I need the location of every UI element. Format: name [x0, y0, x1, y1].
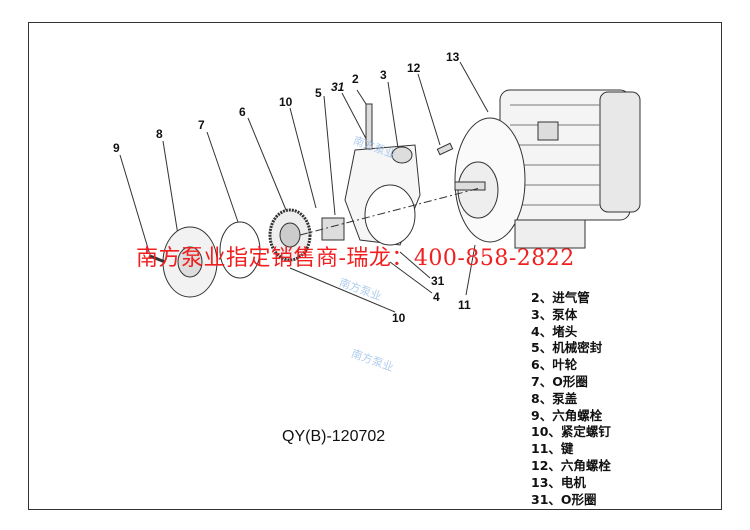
- part-label: 2: [352, 72, 359, 86]
- pump-body: [344, 103, 454, 246]
- legend-item: 8、泵盖: [531, 390, 578, 406]
- legend-item: 4、堵头: [531, 323, 578, 339]
- part-label: 8: [156, 127, 163, 141]
- legend-item: 3、泵体: [531, 306, 578, 322]
- parts-legend: 2、进气管 3、泵体 4、堵头 5、机械密封 6、叶轮 7、O形圈 8、泵盖 9…: [531, 290, 611, 508]
- model-code: QY(B)-120702: [282, 428, 386, 445]
- part-label: 13: [446, 50, 460, 64]
- part-label: 3: [380, 68, 387, 82]
- promo-text: 南方泵业指定销售商-瑞龙：400-858-2822: [136, 246, 575, 271]
- legend-item: 6、叶轮: [531, 357, 578, 373]
- part-label: 12: [407, 61, 421, 75]
- legend-item: 31、O形圈: [531, 491, 597, 507]
- part-label: 10: [279, 95, 293, 109]
- legend-item: 7、O形圈: [531, 373, 588, 389]
- part-label: 5: [315, 86, 322, 100]
- drawing-frame: [28, 22, 722, 510]
- legend-item: 12、六角螺栓: [531, 457, 611, 473]
- part-label: 9: [113, 141, 120, 155]
- legend-item: 10、紧定螺钉: [531, 424, 611, 440]
- part-label: 7: [198, 118, 205, 132]
- motor: [454, 89, 641, 249]
- part-label: 4: [433, 290, 440, 304]
- legend-item: 13、电机: [531, 474, 586, 490]
- part-label: 10: [392, 311, 406, 325]
- legend-item: 5、机械密封: [531, 340, 603, 356]
- part-label: 11: [458, 298, 471, 312]
- part-label: 6: [239, 105, 246, 119]
- part-label: 31: [331, 80, 345, 94]
- legend-item: 11、键: [531, 441, 574, 457]
- hex-bolt: [149, 254, 166, 264]
- legend-item: 2、进气管: [531, 290, 590, 305]
- part-label: 31: [431, 274, 445, 288]
- mechanical-seal: [321, 217, 345, 241]
- pump-cover: [162, 226, 218, 298]
- o-ring: [219, 221, 261, 279]
- impeller: [268, 208, 312, 262]
- legend-item: 9、六角螺栓: [531, 407, 603, 423]
